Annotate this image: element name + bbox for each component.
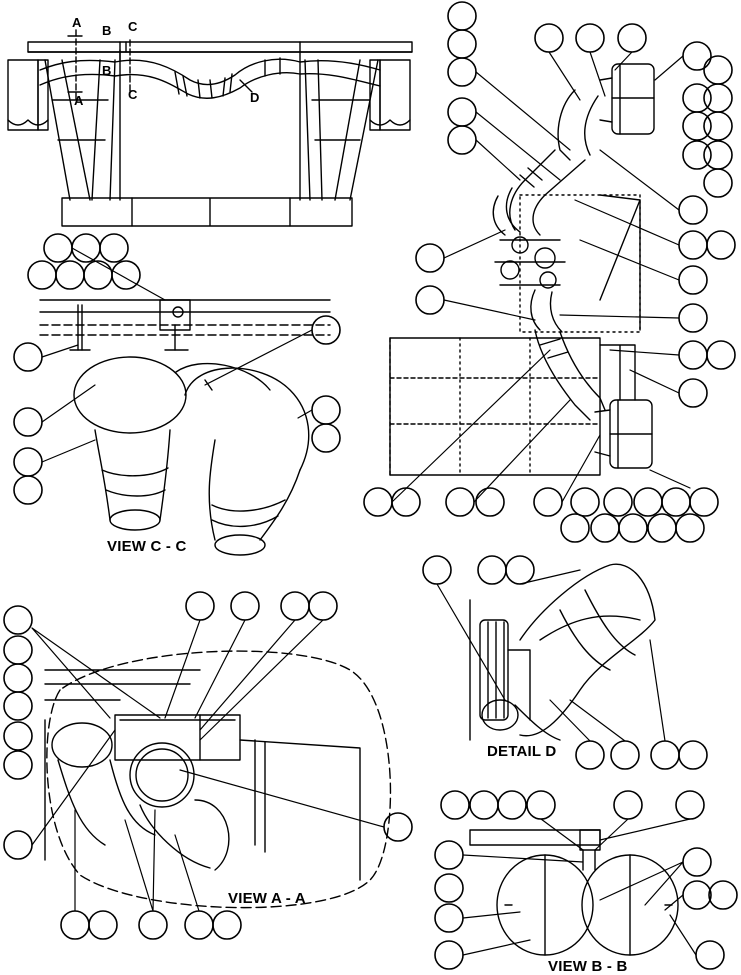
leader-lines <box>31 51 697 956</box>
detail-d-caption: DETAIL D <box>487 743 557 760</box>
section-marker-c-bottom: C <box>128 87 138 102</box>
section-marker-c-top: C <box>128 19 138 34</box>
iso-hose-view <box>389 63 655 476</box>
callout-balloons <box>3 1 738 970</box>
view-a-a <box>44 650 392 909</box>
view-b-b <box>469 829 679 956</box>
view-b-b-caption: VIEW B - B <box>548 958 628 975</box>
detail-d <box>469 563 656 741</box>
view-c-c <box>39 299 331 556</box>
section-marker-b-bottom: B <box>102 63 112 78</box>
section-marker-d: D <box>250 90 260 105</box>
view-c-c-caption: VIEW C - C <box>107 538 187 555</box>
section-marker-a-bottom: A <box>74 93 84 108</box>
frame-view <box>7 29 413 227</box>
section-marker-b-top: B <box>102 23 112 38</box>
view-a-a-caption: VIEW A - A <box>228 890 306 907</box>
section-marker-a-top: A <box>72 15 82 30</box>
